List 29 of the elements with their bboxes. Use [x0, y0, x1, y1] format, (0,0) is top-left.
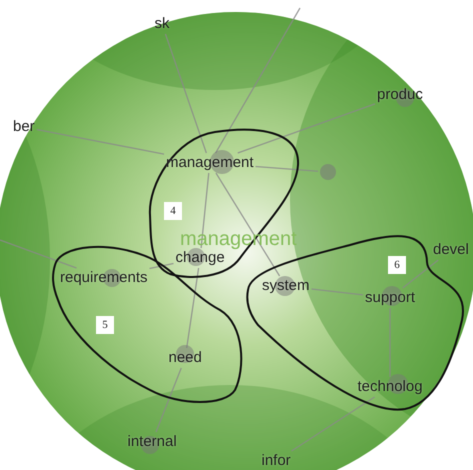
cluster-number: 5 — [96, 316, 114, 334]
term-label: technolog — [358, 379, 423, 395]
term-label: devel — [433, 242, 469, 258]
cluster-number: 6 — [388, 256, 406, 274]
term-label: requirements — [60, 270, 148, 286]
cluster-number: 4 — [164, 202, 182, 220]
connector-line — [311, 288, 364, 296]
connector-line — [0, 239, 77, 269]
term-label: support — [365, 290, 416, 306]
connector-line — [149, 262, 174, 270]
term-label: management — [166, 155, 254, 171]
connector-line — [256, 166, 318, 172]
node-dot — [320, 164, 336, 180]
term-label: infor — [262, 453, 291, 469]
connector-line — [238, 103, 376, 154]
connector-line — [164, 34, 207, 154]
connector-line — [36, 128, 164, 155]
connector-line — [291, 396, 375, 452]
term-label: change — [176, 250, 225, 266]
term-label: internal — [128, 434, 177, 450]
cluster-outline — [147, 127, 300, 278]
connector-line — [155, 368, 182, 432]
term-label: system — [262, 278, 310, 294]
connector-line — [215, 8, 301, 154]
connector-line — [200, 172, 210, 248]
connector-line — [389, 308, 391, 377]
connector-line — [186, 268, 200, 348]
connector-line — [402, 260, 439, 289]
term-label: need — [168, 350, 202, 366]
